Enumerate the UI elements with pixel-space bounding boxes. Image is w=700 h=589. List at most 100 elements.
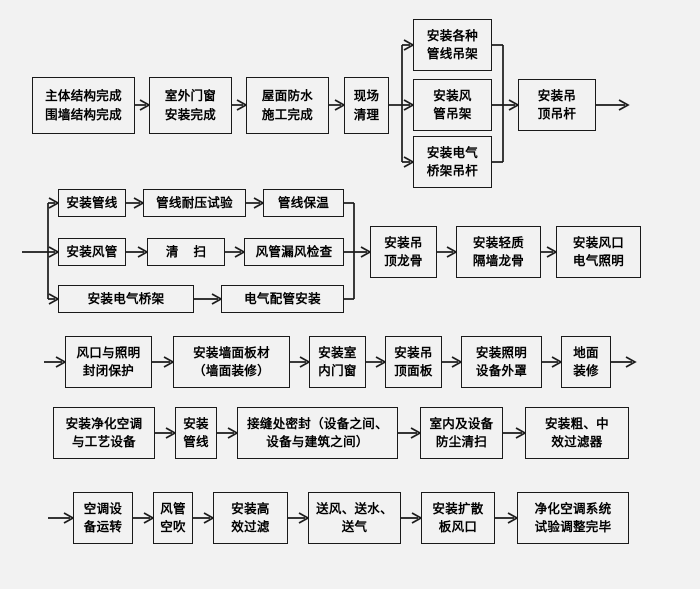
- node-line: 风管: [160, 501, 186, 516]
- node-line: 安装轻质: [472, 235, 525, 250]
- node-line: 空调设: [83, 501, 123, 516]
- node-line: 管吊架: [433, 107, 472, 121]
- node-install-electrical-tray[interactable]: 安装电气桥架: [58, 285, 194, 313]
- node-install-ceiling-rods[interactable]: 安装吊 顶吊杆: [518, 79, 596, 131]
- node-site-cleanup[interactable]: 现场 清理: [344, 77, 389, 134]
- node-install-pipeline-hangers[interactable]: 安装各种 管线吊架: [413, 19, 492, 71]
- node-install-wall-panels[interactable]: 安装墙面板材 （墙面装修）: [173, 336, 290, 388]
- node-install-diffuser-outlets[interactable]: 安装扩散 板风口: [421, 492, 495, 544]
- node-line: 封闭保护: [82, 364, 135, 378]
- node-duct-leak-test[interactable]: 风管漏风检查: [244, 238, 344, 266]
- node-line: 风管漏风检查: [255, 244, 333, 259]
- node-line: 主体结构完成: [45, 89, 122, 104]
- node-line: 管线: [183, 435, 209, 449]
- node-line: 管线保温: [277, 195, 330, 210]
- node-install-ceiling-keel[interactable]: 安装吊 顶龙骨: [370, 226, 437, 278]
- node-line: 备运转: [83, 520, 123, 534]
- node-line: 与工艺设备: [71, 435, 136, 449]
- node-line: 安装电气: [426, 145, 479, 160]
- node-line: 设备外罩: [475, 364, 528, 378]
- node-line: 安装风: [433, 88, 472, 103]
- node-seam-sealing[interactable]: 接缝处密封（设备之间、 设备与建筑之间）: [237, 407, 398, 459]
- node-electrical-conduit-install[interactable]: 电气配管安装: [221, 285, 344, 313]
- node-line: 板风口: [438, 520, 478, 534]
- node-pipeline-pressure-test[interactable]: 管线耐压试验: [143, 189, 246, 217]
- node-install-duct-hangers[interactable]: 安装风 管吊架: [413, 79, 492, 131]
- node-line: 室内及设备: [429, 416, 494, 431]
- node-line: 安装各种: [426, 28, 479, 43]
- node-line: 围墙结构完成: [45, 107, 122, 122]
- node-line: 管线耐压试验: [156, 195, 233, 210]
- node-install-air-outlet-lighting[interactable]: 安装风口 电气照明: [556, 226, 641, 278]
- node-line: 安装墙面板材: [193, 345, 270, 360]
- node-duct-air-blowing[interactable]: 风管 空吹: [153, 492, 193, 544]
- node-line: 隔墙龙骨: [472, 254, 525, 268]
- node-line: 安装吊: [394, 345, 433, 360]
- node-line: 安装风口: [572, 235, 625, 250]
- node-line: 电气照明: [572, 254, 625, 268]
- node-main-structure-complete[interactable]: 主体结构完成 围墙结构完成: [32, 77, 135, 134]
- node-cleaning[interactable]: 清 扫: [147, 238, 225, 266]
- node-supply-air-water-gas[interactable]: 送风、送水、 送气: [308, 492, 401, 544]
- node-install-coarse-medium-filters[interactable]: 安装粗、中 效过滤器: [525, 407, 629, 459]
- node-line: 管线吊架: [426, 47, 479, 61]
- node-exterior-doors-windows[interactable]: 室外门窗 安装完成: [149, 77, 232, 134]
- node-floor-finishing[interactable]: 地面 装修: [561, 336, 611, 388]
- node-line: 安装完成: [164, 107, 217, 122]
- node-cleanroom-hvac-commissioning-complete[interactable]: 净化空调系统 试验调整完毕: [517, 492, 629, 544]
- node-line: 清理: [353, 107, 380, 122]
- node-line: 安装: [183, 416, 209, 431]
- node-pipeline-insulation[interactable]: 管线保温: [263, 189, 344, 217]
- node-line: 安装扩散: [432, 501, 484, 516]
- node-line: 效过滤: [231, 520, 270, 534]
- node-line: 桥架吊杆: [426, 164, 479, 178]
- node-line: 设备与建筑之间）: [266, 435, 369, 449]
- node-line: 地面: [573, 345, 599, 360]
- node-install-interior-doors-windows[interactable]: 安装室 内门窗: [309, 336, 366, 388]
- node-install-pipelines[interactable]: 安装管线: [58, 189, 126, 217]
- node-line: 接缝处密封（设备之间、: [247, 416, 388, 431]
- node-line: 顶吊杆: [537, 107, 577, 121]
- node-line: 安装电气桥架: [87, 291, 165, 306]
- node-line: 防尘清扫: [435, 435, 488, 449]
- node-line: 屋面防水: [261, 89, 314, 104]
- node-line: 室外门窗: [164, 89, 217, 104]
- node-line: 安装粗、中: [544, 416, 609, 431]
- node-line: 安装管线: [66, 195, 118, 210]
- node-outlet-lighting-protection[interactable]: 风口与照明 封闭保护: [65, 336, 152, 388]
- node-line: （墙面装修）: [193, 364, 270, 378]
- node-line: 风口与照明: [76, 345, 141, 360]
- node-line: 安装高: [231, 501, 270, 516]
- node-install-hvac-process-equipment[interactable]: 安装净化空调 与工艺设备: [53, 407, 155, 459]
- node-roof-waterproofing[interactable]: 屋面防水 施工完成: [246, 77, 329, 134]
- node-install-ceiling-panels[interactable]: 安装吊 顶面板: [385, 336, 442, 388]
- node-install-ducts[interactable]: 安装风管: [58, 238, 126, 266]
- node-line: 安装室: [318, 345, 357, 360]
- node-line: 电气配管安装: [244, 291, 321, 306]
- node-line: 装修: [573, 364, 599, 378]
- node-line: 顶龙骨: [384, 254, 423, 268]
- node-indoor-equipment-dust-cleaning[interactable]: 室内及设备 防尘清扫: [420, 407, 503, 459]
- node-install-lightweight-partition-keel[interactable]: 安装轻质 隔墙龙骨: [456, 226, 541, 278]
- node-line: 送气: [341, 520, 368, 534]
- node-line: 效过滤器: [551, 435, 603, 449]
- node-install-lighting-covers[interactable]: 安装照明 设备外罩: [461, 336, 542, 388]
- node-line: 安装照明: [475, 345, 528, 360]
- node-install-pipelines-row4[interactable]: 安装 管线: [175, 407, 217, 459]
- node-line: 施工完成: [261, 107, 314, 122]
- node-hvac-equipment-operation[interactable]: 空调设 备运转: [73, 492, 133, 544]
- node-line: 顶面板: [394, 364, 433, 378]
- node-install-hepa-filters[interactable]: 安装高 效过滤: [213, 492, 288, 544]
- node-line: 净化空调系统: [534, 501, 612, 516]
- node-line: 安装吊: [384, 235, 423, 250]
- node-line: 安装吊: [537, 88, 577, 103]
- node-line: 现场: [353, 89, 380, 104]
- node-line: 送风、送水、: [316, 501, 393, 516]
- node-line: 清 扫: [165, 244, 213, 259]
- node-line: 空吹: [160, 520, 186, 534]
- node-line: 安装风管: [66, 244, 118, 259]
- node-install-electrical-tray-hangers[interactable]: 安装电气 桥架吊杆: [413, 136, 492, 188]
- node-line: 试验调整完毕: [534, 520, 612, 534]
- node-line: 安装净化空调: [65, 416, 143, 431]
